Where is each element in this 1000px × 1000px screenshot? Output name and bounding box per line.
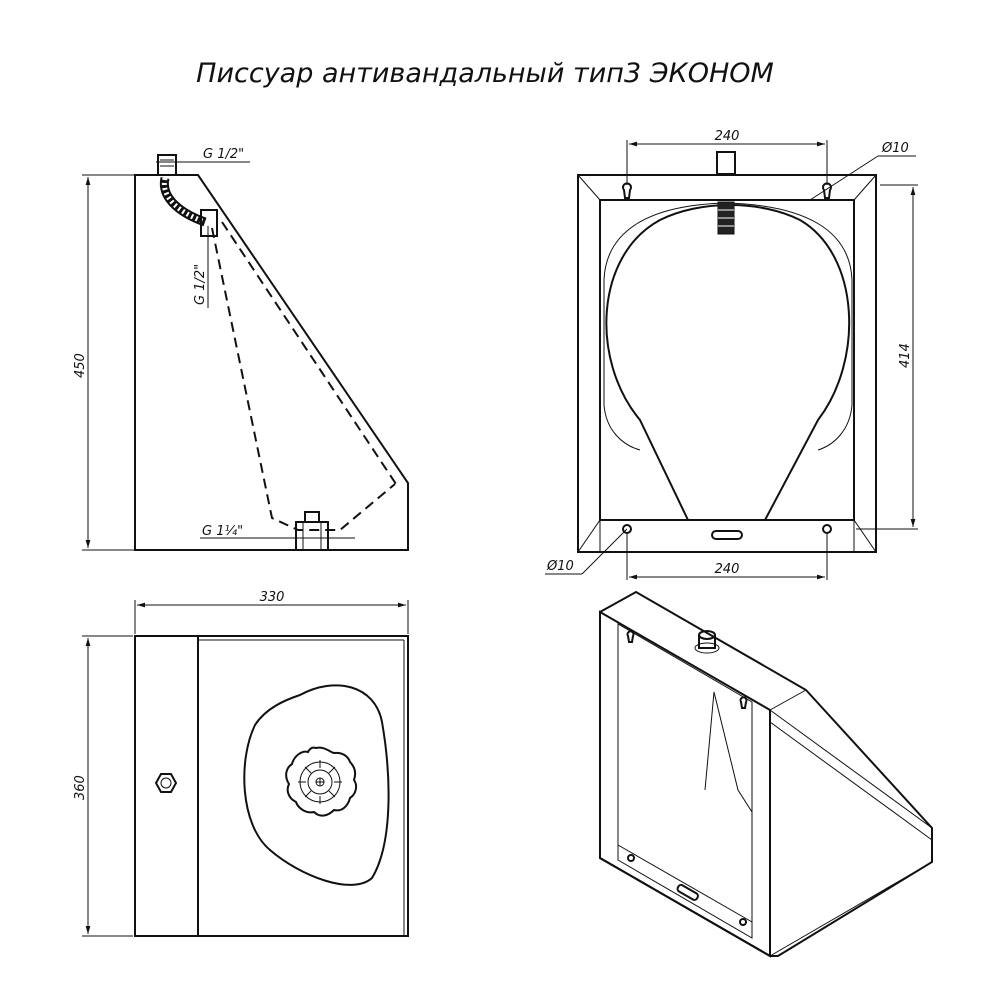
front-view: 240 Ø10 414 240 Ø10 [545, 129, 918, 580]
iso-hole-right [739, 918, 747, 926]
bottom-hole-right [822, 524, 832, 534]
top-fitting [157, 154, 177, 176]
drain-outlet [295, 521, 329, 551]
height-414-label: 414 [898, 343, 913, 368]
iso-front-face [599, 610, 771, 958]
top-spacing-label: 240 [715, 129, 740, 144]
hose-connector [200, 209, 218, 237]
iso-hole-left [627, 854, 635, 862]
bowl-opening [243, 684, 390, 886]
iso-keyhole-left [626, 630, 635, 643]
top-view: 330 360 [73, 590, 409, 937]
front-inlet-fitting [716, 151, 736, 175]
iso-drain-slot [676, 884, 699, 901]
height-dimension-label: 450 [73, 353, 88, 378]
front-inner-frame [599, 199, 855, 521]
inlet-hex-nut [154, 773, 178, 793]
depth-360-label: 360 [73, 775, 88, 800]
bowl-outline [605, 204, 851, 521]
iso-inlet-fitting [694, 630, 720, 654]
hidden-bowl-outline [211, 227, 396, 531]
iso-outer-outline [599, 590, 933, 957]
drain-slot [711, 530, 743, 540]
vertical-thread-label: G 1/2" [193, 264, 208, 305]
width-330-label: 330 [260, 590, 285, 605]
drain-grate [285, 746, 358, 817]
top-view-outline [134, 635, 409, 937]
mount-keyhole-right [822, 182, 832, 199]
isometric-view [599, 590, 933, 958]
iso-keyhole-right [739, 696, 748, 709]
side-view: G 1/2" G 1/2" G 1¼" 450 [73, 147, 409, 551]
iso-inner-opening [617, 623, 753, 939]
mount-keyhole-left [622, 182, 632, 199]
drain-thread-label: G 1¼" [202, 524, 243, 539]
top-thread-label: G 1/2" [203, 147, 244, 162]
drawing-title: Писсуар антивандальный тип3 ЭКОНОМ [196, 58, 774, 89]
top-hole-label: Ø10 [881, 141, 909, 156]
bottom-hole-label: Ø10 [546, 559, 574, 574]
flex-hose [159, 177, 207, 227]
bottom-spacing-label: 240 [715, 562, 740, 577]
side-view-outline [134, 174, 409, 551]
